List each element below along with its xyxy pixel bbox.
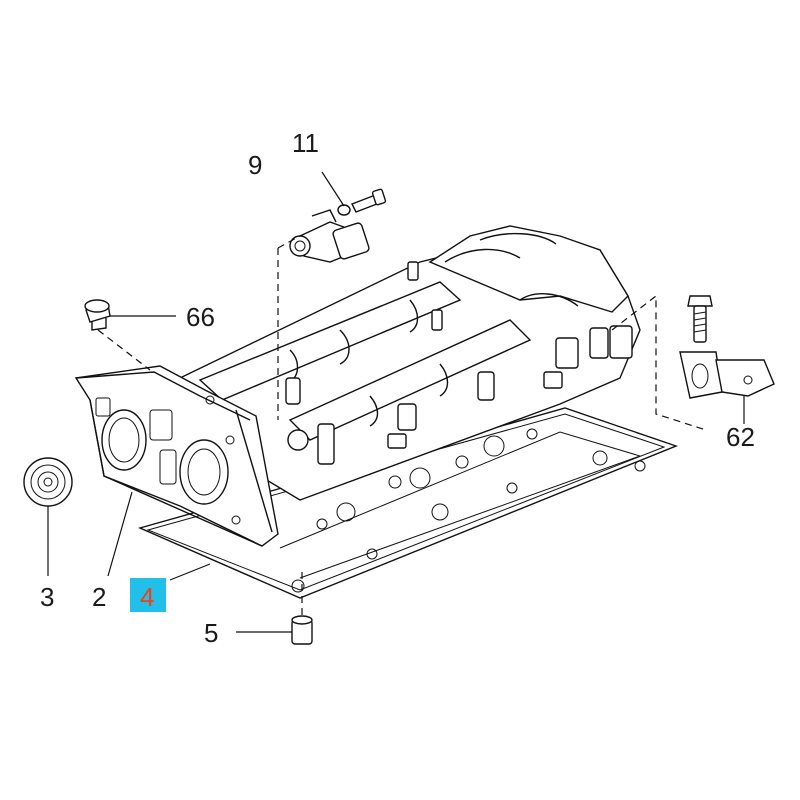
leader-lines — [47, 171, 745, 633]
callout-3[interactable]: 3 — [40, 582, 54, 612]
bracket-with-bolt[interactable] — [679, 295, 775, 399]
callout-11[interactable]: 11 — [292, 128, 319, 158]
callout-66[interactable]: 66 — [186, 302, 215, 332]
valve-cover[interactable] — [74, 225, 641, 547]
dowel-pin[interactable] — [291, 615, 313, 645]
callout-62[interactable]: 62 — [726, 422, 755, 452]
callout-9[interactable]: 9 — [248, 150, 262, 180]
callout-2[interactable]: 2 — [92, 582, 106, 612]
callout-4[interactable]: 4 — [140, 582, 154, 612]
oil-filler-cap[interactable] — [84, 299, 111, 331]
callout-4-highlight — [130, 578, 166, 612]
camshaft-sensor[interactable] — [289, 209, 370, 263]
callout-5[interactable]: 5 — [204, 618, 218, 648]
seal-plug[interactable] — [23, 457, 73, 507]
sensor-bolt[interactable] — [337, 188, 387, 216]
